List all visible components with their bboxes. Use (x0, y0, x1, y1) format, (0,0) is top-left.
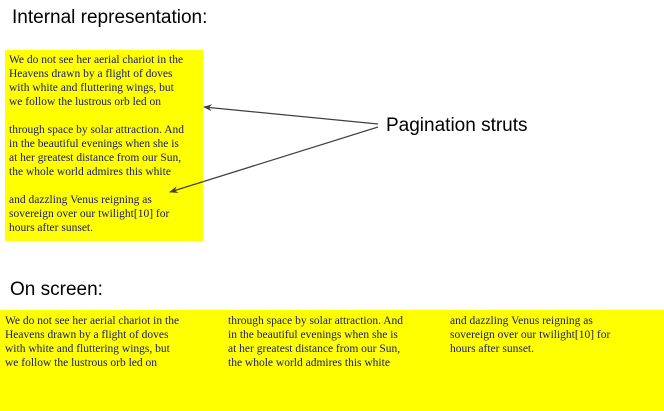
fragment-text-2: through space by solar attraction. And i… (9, 124, 185, 178)
on-screen-strip: We do not see her aerial chariot in the … (0, 310, 664, 411)
internal-representation-heading: Internal representation: (12, 7, 208, 28)
on-screen-column-3: and dazzling Venus reigning as sovereign… (450, 315, 611, 355)
arrow-to-first-strut (203, 104, 379, 125)
on-screen-column-1: We do not see her aerial chariot in the … (5, 315, 180, 369)
on-screen-column-2: through space by solar attraction. And i… (228, 315, 404, 369)
fragment-text-1: We do not see her aerial chariot in the … (9, 54, 184, 108)
on-screen-heading: On screen: (10, 279, 103, 300)
pagination-struts-label: Pagination struts (386, 115, 528, 136)
internal-representation-box: We do not see her aerial chariot in the … (5, 50, 203, 241)
fragment-text-3: and dazzling Venus reigning as sovereign… (9, 194, 170, 234)
